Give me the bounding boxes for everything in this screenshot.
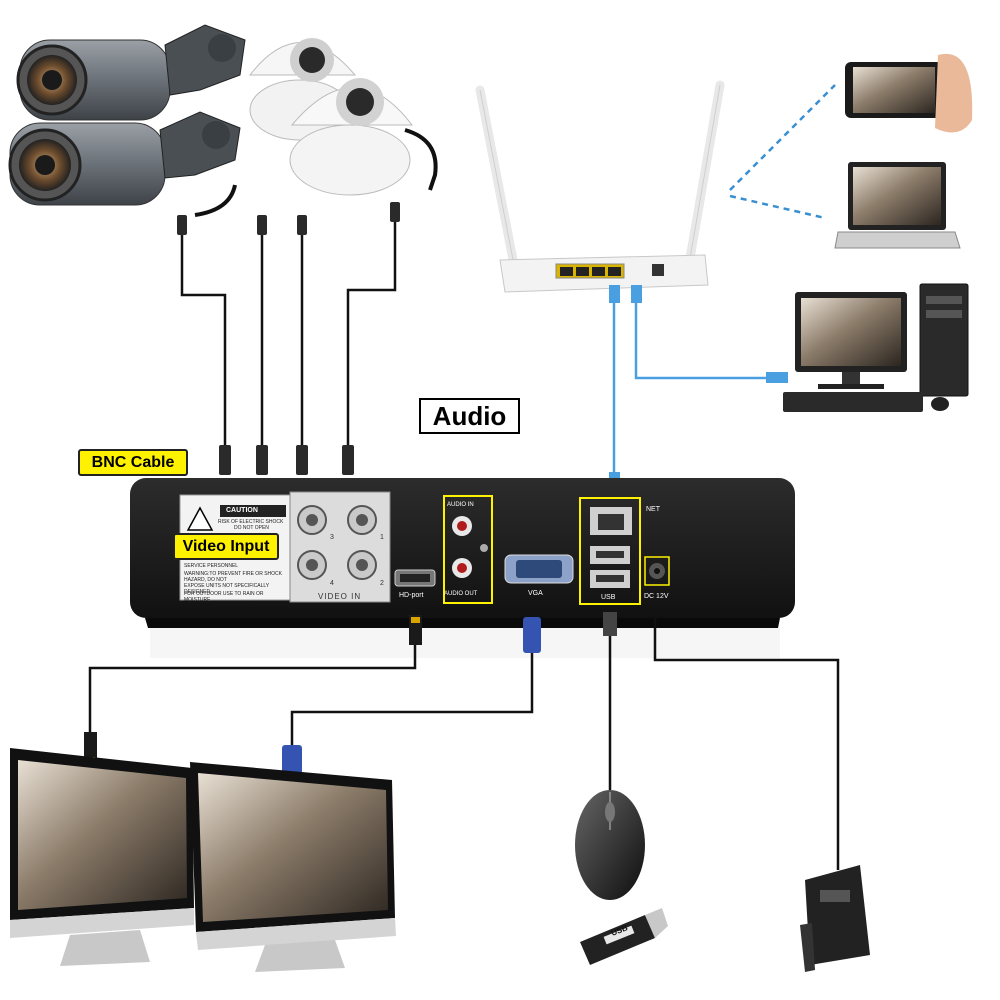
desktop-computer — [783, 283, 969, 412]
power-adapter — [800, 865, 870, 972]
wifi-router — [475, 80, 725, 293]
audio-in-port-label: AUDIO IN — [447, 502, 474, 508]
channel-label-1: 1 — [380, 534, 384, 541]
audio-out-port-label: AUDIO OUT — [444, 591, 478, 597]
dome-camera-2 — [289, 78, 438, 196]
bnc-connectors-bottom — [219, 445, 354, 475]
caution-line-5: EXPOSE UNITS NOT SPECIFICALLY DESIGNED — [184, 583, 270, 595]
wifi-signal-lines — [729, 84, 836, 220]
dvr-recorder — [130, 478, 795, 628]
hd-port-label: HD-port — [399, 592, 424, 599]
channel-label-4: 4 — [330, 580, 334, 587]
video-input-label: Video Input — [173, 533, 279, 560]
bullet-camera-1 — [16, 24, 246, 121]
usb-flash-drive — [580, 908, 668, 965]
monitor-vga — [190, 762, 396, 972]
smartphone — [845, 53, 973, 133]
dvr-reflection — [150, 628, 780, 658]
caution-line-3: SERVICE PERSONNEL — [184, 563, 239, 569]
network-cables — [612, 285, 770, 490]
caution-line-2: DO NOT OPEN — [234, 525, 269, 531]
channel-label-2: 2 — [380, 580, 384, 587]
bnc-connectors-top — [177, 184, 400, 235]
caution-line-4: WARNING:TO PREVENT FIRE OR SHOCK HAZARD,… — [184, 571, 282, 583]
net-port-label: NET — [646, 506, 660, 513]
rj45-plug-router-2 — [631, 285, 642, 303]
bnc-input-ports — [297, 505, 377, 580]
channel-label-3: 3 — [330, 534, 334, 541]
dc-port-label: DC 12V — [644, 593, 669, 600]
bullet-camera-2 — [8, 111, 241, 206]
caution-title: CAUTION — [226, 507, 258, 514]
rj45-plug-router — [609, 285, 620, 303]
audio-label: Audio — [419, 398, 520, 434]
monitor-hdmi — [10, 748, 194, 966]
vga-port-label: VGA — [528, 590, 543, 597]
bnc-cables — [180, 215, 397, 470]
caution-line-1: RISK OF ELECTRIC SHOCK — [218, 519, 284, 525]
bnc-cable-label: BNC Cable — [78, 449, 188, 476]
caution-line-6: FOR OUTDOOR USE TO RAIN OR MOISTURE — [184, 591, 264, 603]
usb-port-label: USB — [601, 594, 616, 601]
output-cables — [88, 618, 840, 870]
usb-mouse — [575, 790, 645, 900]
video-in-port-label: VIDEO IN — [318, 592, 362, 601]
laptop — [834, 162, 961, 249]
rj45-plug-pc — [766, 372, 788, 383]
